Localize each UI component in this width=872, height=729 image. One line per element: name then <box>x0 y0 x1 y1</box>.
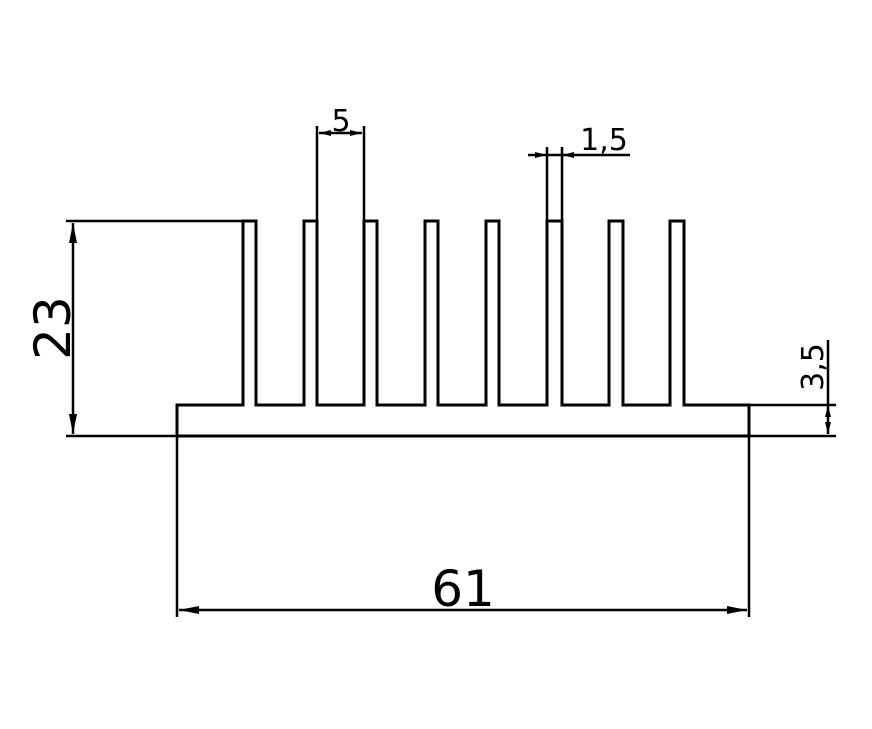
dimension-base-width: 61 <box>175 436 751 618</box>
arrowhead-width-right <box>727 606 747 614</box>
arrowhead-base-bottom <box>825 422 831 434</box>
dimension-label-base-width: 61 <box>431 560 495 618</box>
dimension-label-height: 23 <box>24 296 82 360</box>
heatsink-profile-outline <box>175 219 751 438</box>
arrowhead-height-top <box>69 223 77 243</box>
dimension-fin-thickness: 1,5 <box>528 123 630 221</box>
arrowhead-thickness-right <box>562 152 574 158</box>
arrowhead-width-left <box>179 606 199 614</box>
dimension-fin-spacing: 5 <box>315 104 366 221</box>
dimension-label-base-thickness: 3,5 <box>796 343 831 391</box>
dimension-label-fin-spacing: 5 <box>331 104 350 139</box>
arrowhead-base-top <box>825 405 831 417</box>
arrowhead-spacing-right <box>350 130 362 136</box>
arrowhead-thickness-left <box>535 152 547 158</box>
dimension-label-fin-thickness: 1,5 <box>580 123 628 158</box>
arrowhead-height-bottom <box>69 414 77 434</box>
arrowhead-spacing-left <box>319 130 331 136</box>
dimension-height: 23 <box>24 219 243 438</box>
dimension-base-thickness: 3,5 <box>749 340 836 438</box>
